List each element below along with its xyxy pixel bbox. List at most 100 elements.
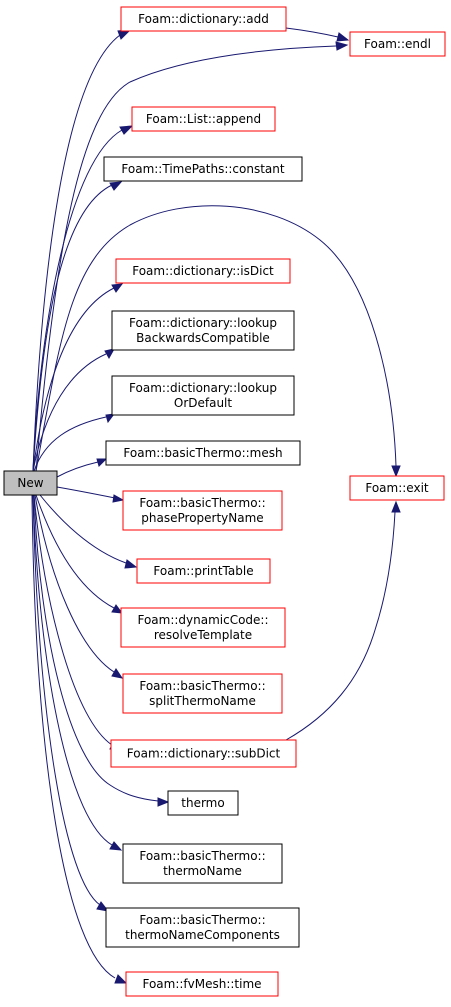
arrowhead-endl-from-add (336, 32, 350, 42)
node-box[interactable] (120, 6, 287, 32)
node-box[interactable] (167, 790, 239, 816)
node-label: Foam::basicThermo:: (139, 913, 265, 927)
edge-new-basicthermo-phasepropertyname (56, 486, 116, 499)
node-basicthermo-phasepropertyname[interactable]: Foam::basicThermo::phasePropertyName (122, 490, 283, 531)
node-box[interactable] (111, 375, 295, 416)
node-box[interactable] (105, 440, 301, 466)
node-box[interactable] (349, 475, 445, 501)
node-dictionary-add[interactable]: Foam::dictionary::add (120, 6, 287, 32)
node-box[interactable] (122, 843, 283, 884)
node-box[interactable] (136, 558, 271, 584)
arrowhead-dictionary-isdict (111, 283, 124, 293)
arrowhead-thermo (157, 797, 170, 807)
node-list-append[interactable]: Foam::List::append (131, 106, 276, 132)
node-box[interactable] (120, 607, 286, 648)
edge-new-dictionary-isdict (32, 287, 115, 472)
node-label: Foam::TimePaths::constant (121, 162, 284, 176)
node-label: thermoName (163, 864, 242, 878)
node-label: Foam::basicThermo:: (139, 849, 265, 863)
node-label: OrDefault (174, 396, 233, 410)
arrowhead-printtable (124, 559, 138, 569)
arrowhead-basicthermo-mesh (96, 458, 108, 467)
edge-dictionary-add-endl (285, 27, 339, 38)
edge-new-basicthermo-splitthermoname (34, 494, 115, 673)
node-printtable[interactable]: Foam::printTable (136, 558, 271, 584)
node-label: Foam::dictionary::lookup (129, 381, 277, 395)
arrowhead-endl-from-new (335, 41, 349, 51)
node-label: Foam::dictionary::add (138, 12, 269, 26)
edge-new-printtable (39, 494, 127, 564)
node-box[interactable] (115, 258, 291, 284)
arrowhead-basicthermo-phasepropertyname (112, 494, 125, 503)
nodes-layer: New Foam::dictionary::add Foam::endl Foa… (3, 6, 446, 997)
node-basicthermo-mesh[interactable]: Foam::basicThermo::mesh (105, 440, 301, 466)
node-label: Foam::dictionary::subDict (127, 747, 281, 761)
node-basicthermo-thermoname[interactable]: Foam::basicThermo::thermoName (122, 843, 283, 884)
node-dynamiccode-resolvetemplate[interactable]: Foam::dynamicCode::resolveTemplate (120, 607, 286, 648)
edge-new-dictionary-lookup-ordefault (33, 416, 107, 472)
node-endl[interactable]: Foam::endl (349, 31, 446, 57)
node-fvmesh-time[interactable]: Foam::fvMesh::time (125, 971, 279, 997)
node-label: BackwardsCompatible (136, 331, 270, 345)
arrowhead-dynamiccode-resolvetemplate (111, 604, 124, 614)
node-label: phasePropertyName (141, 511, 263, 525)
arrowhead-fvmesh-time (114, 974, 128, 984)
node-label: Foam::printTable (153, 564, 253, 578)
node-box[interactable] (103, 156, 303, 182)
node-basicthermo-thermonamecomponents[interactable]: Foam::basicThermo::thermoNameComponents (105, 907, 300, 948)
node-label: Foam::endl (364, 37, 431, 51)
node-label: splitThermoName (149, 694, 256, 708)
node-dictionary-isdict[interactable]: Foam::dictionary::isDict (115, 258, 291, 284)
node-basicthermo-splitthermoname[interactable]: Foam::basicThermo::splitThermoName (122, 673, 283, 714)
arrowhead-basicthermo-thermoname (109, 841, 123, 851)
edges-layer (31, 27, 401, 984)
edge-new-fvmesh-time (31, 494, 116, 979)
edge-new-dictionary-add (32, 34, 121, 472)
arrowhead-list-append (119, 125, 134, 135)
node-label: Foam::basicThermo:: (139, 496, 265, 510)
edge-new-list-append (32, 129, 123, 472)
edge-new-basicthermo-thermonamecomponents (32, 494, 101, 906)
node-label: Foam::List::append (146, 112, 261, 126)
edge-new-timepaths-constant (32, 184, 113, 472)
node-timepaths-constant[interactable]: Foam::TimePaths::constant (103, 156, 303, 182)
edge-new-basicthermo-thermoname (32, 494, 113, 846)
node-new[interactable]: New (3, 470, 58, 496)
node-label: Foam::basicThermo::mesh (123, 446, 282, 460)
node-box[interactable] (111, 310, 295, 351)
node-exit[interactable]: Foam::exit (349, 475, 445, 501)
node-box[interactable] (122, 490, 283, 531)
arrowhead-exit-from-subdict (391, 500, 401, 513)
edge-new-basicthermo-mesh (56, 461, 99, 478)
node-dictionary-lookup-backwards[interactable]: Foam::dictionary::lookupBackwardsCompati… (111, 310, 295, 351)
edge-new-dictionary-subdict (33, 494, 113, 746)
node-label: Foam::fvMesh::time (142, 977, 261, 991)
edge-new-exit (35, 205, 397, 472)
node-box[interactable] (131, 106, 276, 132)
edge-dictionary-subdict-exit (285, 511, 396, 741)
arrowhead-exit-from-new (391, 465, 401, 478)
node-box[interactable] (3, 470, 58, 496)
node-box[interactable] (349, 31, 446, 57)
node-label: thermo (181, 796, 224, 810)
node-box[interactable] (125, 971, 279, 997)
node-box[interactable] (110, 739, 297, 768)
node-box[interactable] (105, 907, 300, 948)
node-thermo[interactable]: thermo (167, 790, 239, 816)
node-box[interactable] (122, 673, 283, 714)
arrowhead-dictionary-lookup-ordefault (105, 413, 116, 424)
arrowhead-dictionary-lookup-backwards (104, 348, 115, 360)
edge-new-thermo (33, 494, 159, 802)
node-label: Foam::dictionary::lookup (129, 316, 277, 330)
arrowhead-basicthermo-splitthermoname (111, 668, 124, 679)
node-label: resolveTemplate (154, 628, 252, 642)
node-label: Foam::basicThermo:: (139, 679, 265, 693)
edge-new-dictionary-lookup-backwards (32, 353, 107, 472)
node-label: Foam::exit (365, 481, 429, 495)
arrowhead-basicthermo-thermonamecomponents (96, 901, 110, 912)
node-dictionary-subdict[interactable]: Foam::dictionary::subDict (110, 739, 297, 768)
node-label: Foam::dictionary::isDict (132, 264, 274, 278)
node-label: New (17, 476, 43, 490)
